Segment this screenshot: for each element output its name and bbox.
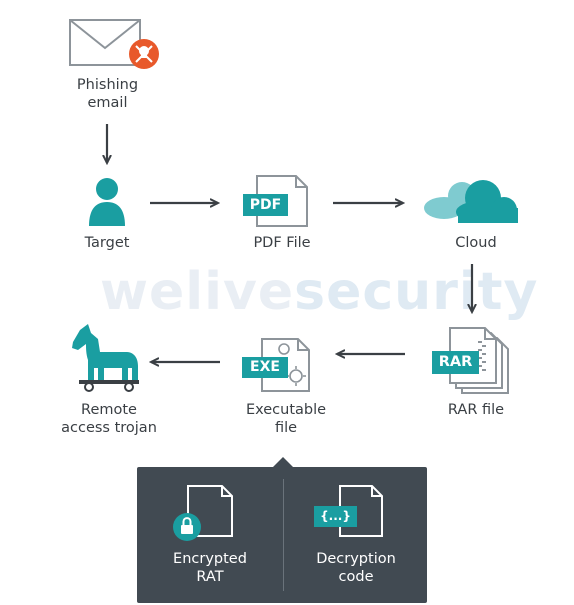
cloud-icon: [424, 180, 518, 223]
pdf-badge: PDF: [249, 197, 282, 213]
rar-file-label: RAR file: [447, 402, 505, 418]
phishing-email-label: Phishing email: [76, 77, 139, 111]
code-badge: {...}: [320, 509, 351, 523]
exe-badge: EXE: [250, 359, 280, 375]
pdf-file-icon: [243, 175, 308, 227]
executable-file-label: Executable file: [245, 402, 327, 436]
cloud-label: Cloud: [455, 235, 497, 251]
person-icon: [89, 178, 125, 226]
watermark: welivesecurity: [100, 262, 538, 322]
rar-badge: RAR: [438, 354, 473, 370]
panel-pointer: [273, 457, 293, 467]
watermark-part1: welive: [100, 262, 295, 322]
target-label: Target: [84, 235, 130, 251]
trojan-horse-icon: [72, 324, 139, 392]
watermark-part2: security: [294, 262, 539, 322]
decryption-code-label: Decryption code: [316, 551, 396, 585]
envelope-icon: [69, 19, 159, 69]
encrypted-rat-label: Encrypted RAT: [173, 551, 247, 585]
exe-file-icon: [242, 338, 310, 392]
panel-divider: [283, 479, 284, 591]
remote-access-trojan-label: Remote access trojan: [61, 402, 157, 436]
rar-archive-icon: [432, 327, 509, 394]
pdf-file-label: PDF File: [253, 235, 311, 251]
